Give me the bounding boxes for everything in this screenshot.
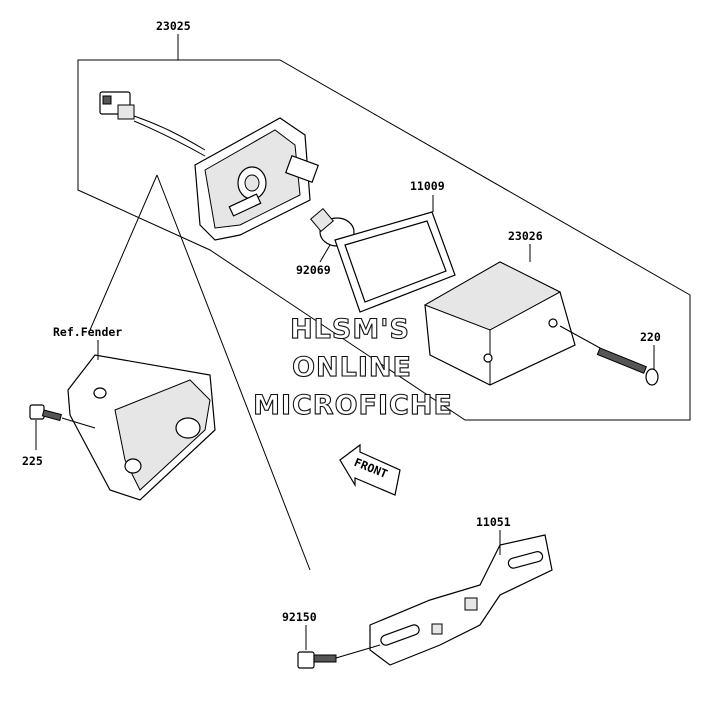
license-bracket-11051 [369, 530, 553, 666]
front-arrow: FRONT [339, 443, 401, 496]
watermark-line1: HLSM'S [290, 314, 410, 345]
label-11051: 11051 [476, 515, 511, 529]
label-92150: 92150 [282, 610, 317, 624]
taillight-housing-23025 [99, 91, 320, 241]
label-92069: 92069 [296, 263, 331, 277]
label-225: 225 [22, 454, 43, 468]
bolt-92150 [297, 625, 381, 669]
bolt-225 [29, 404, 96, 450]
watermark-line2: ONLINE [292, 352, 412, 383]
assembly-outline [77, 34, 691, 571]
watermark-line3: MICROFICHE [253, 390, 453, 421]
fender-bracket [67, 340, 216, 501]
watermark: HLSM'S ONLINE MICROFICHE [253, 313, 453, 421]
label-23025: 23025 [156, 19, 191, 33]
label-220: 220 [640, 330, 661, 344]
label-23026: 23026 [508, 229, 543, 243]
label-ref-fender: Ref.Fender [53, 325, 122, 339]
lens-23026 [423, 244, 576, 386]
label-11009: 11009 [410, 179, 445, 193]
gasket-11009 [334, 195, 456, 313]
screw-220 [559, 325, 659, 386]
